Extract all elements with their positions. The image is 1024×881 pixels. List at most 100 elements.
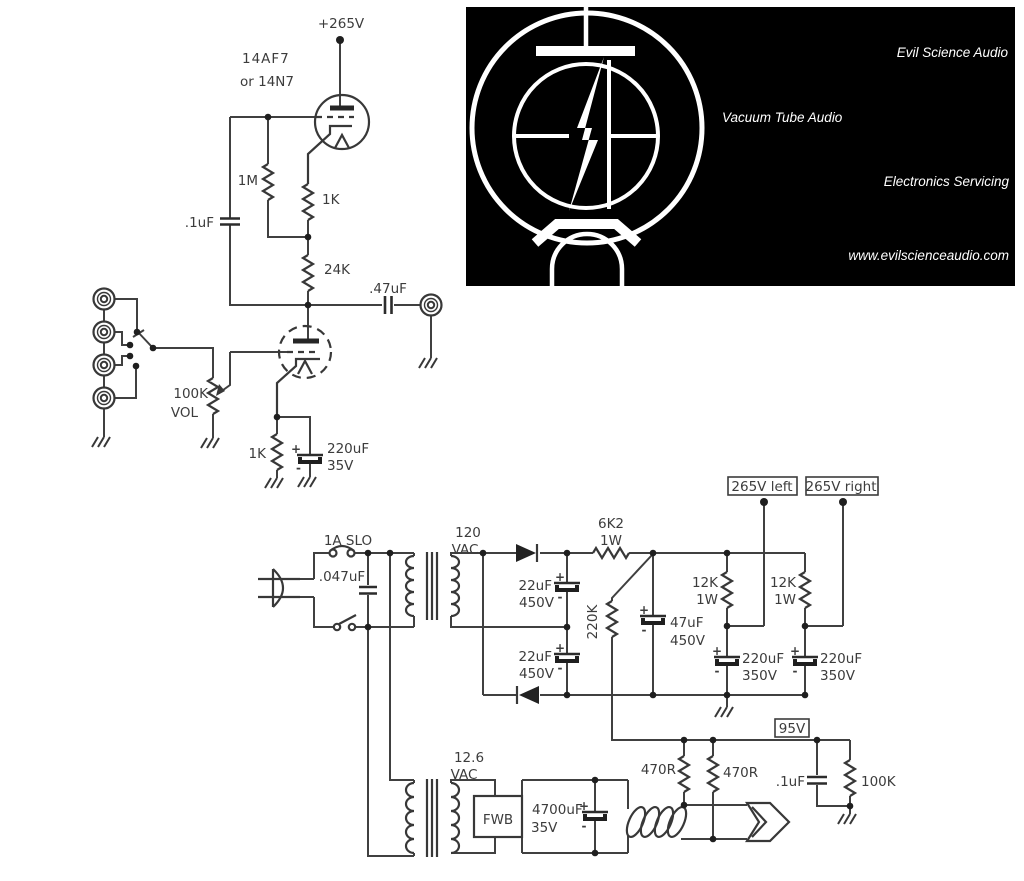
tube2-envelope xyxy=(277,324,333,380)
left-output-cap-voltage: 350V xyxy=(742,668,778,684)
cap-plus-mark: + xyxy=(639,603,649,617)
doubler-cap2-voltage: 450V xyxy=(519,666,555,682)
diode-bottom-icon xyxy=(515,686,539,704)
cap-minus-mark: - xyxy=(582,819,587,833)
preamp-wires xyxy=(103,40,432,478)
ground-icon xyxy=(91,436,111,448)
cap-0.1uf-bias xyxy=(807,775,827,785)
cap-4700uf xyxy=(582,810,608,821)
banner-title: Evil Science Audio xyxy=(897,45,1009,60)
grid-resistor-label: 1M xyxy=(238,173,258,189)
filter-cap-label: 47uF xyxy=(670,615,704,631)
resistor-100k-bias xyxy=(842,759,858,797)
resistor-1k-upper xyxy=(300,183,316,221)
rca-input-4 xyxy=(92,386,116,410)
mains-unit-label: VAC xyxy=(452,542,479,558)
left-output-cap-label: 220uF xyxy=(742,651,784,667)
psu-junction-dots xyxy=(364,498,854,857)
tube2-heater-icon xyxy=(297,358,313,375)
feedback-cap-label: .1uF xyxy=(185,215,214,231)
cap-plus-mark: + xyxy=(555,641,565,655)
right-filter-resistor-label: 12K xyxy=(770,575,797,591)
cathode-cap-label: 220uF xyxy=(327,441,369,457)
output-left-label: 265V left xyxy=(731,479,792,495)
resistor-1m xyxy=(260,163,276,201)
cap-47uf xyxy=(640,614,666,625)
heater-cap-label: 4700uF xyxy=(532,802,583,818)
logo-banner: Evil Science Audio Vacuum Tube Audio Ele… xyxy=(466,7,1015,286)
rca-input-1 xyxy=(92,287,116,311)
cap-plus-mark: + xyxy=(291,442,301,456)
cap-22uf-2 xyxy=(554,652,580,663)
ground-icon xyxy=(418,357,438,369)
resistor-1k-lower xyxy=(269,433,285,471)
output-right-tag: 265V right xyxy=(805,476,879,496)
cap-minus-mark: - xyxy=(715,664,720,678)
plate-resistor-label: 24K xyxy=(324,262,351,278)
ground-icon xyxy=(200,437,220,449)
left-filter-wattage: 1W xyxy=(696,592,718,608)
cap-plus-mark: + xyxy=(555,570,565,584)
rca-input-3 xyxy=(92,353,116,377)
power-switch-icon xyxy=(332,614,357,632)
heater-transformer-icon xyxy=(404,779,461,857)
doubler-cap2-label: 22uF xyxy=(519,649,553,665)
volume-pot-label: 100K xyxy=(173,386,209,402)
tube2-triode xyxy=(275,324,333,417)
preamp-circuit: +265V 14AF7 or 14N7 1M .1uF 1K 24K .47uF… xyxy=(91,16,443,489)
bias-resistor-label: 100K xyxy=(861,774,897,790)
volume-word-label: VOL xyxy=(171,405,199,421)
ac-plug-icon xyxy=(258,568,300,608)
tube1-envelope xyxy=(313,93,371,151)
banner-tagline2: Electronics Servicing xyxy=(884,174,1010,189)
doubler-cap1-voltage: 450V xyxy=(519,595,555,611)
right-output-cap-voltage: 350V xyxy=(820,668,856,684)
cap-minus-mark: - xyxy=(296,461,301,475)
ground-icon xyxy=(837,813,857,825)
cap-minus-mark: - xyxy=(558,661,563,675)
resistor-6k2 xyxy=(592,545,630,561)
pot-wiper-arrow-icon xyxy=(216,384,225,396)
banner-tagline1: Vacuum Tube Audio xyxy=(722,110,843,125)
tube1-cathode xyxy=(306,124,352,184)
mains-voltage-label: 120 xyxy=(455,525,481,541)
resistor-470r-1 xyxy=(676,755,692,793)
rca-output xyxy=(419,293,443,317)
resistor-220k xyxy=(604,600,620,638)
cap-plus-mark: + xyxy=(790,644,800,658)
right-filter-wattage: 1W xyxy=(774,592,796,608)
cathode-resistor2-label: 1K xyxy=(249,446,268,462)
cathode-cap-voltage-label: 35V xyxy=(327,458,354,474)
volume-pot xyxy=(205,377,221,415)
cap-plus-mark: + xyxy=(579,799,589,813)
fuse-icon xyxy=(328,544,356,558)
bridge-label: FWB xyxy=(483,812,513,828)
right-output-cap-label: 220uF xyxy=(820,651,862,667)
ground-icon xyxy=(297,476,317,488)
cap-0.047uf xyxy=(359,585,377,595)
cap-minus-mark: - xyxy=(642,623,647,637)
preamp-junction-dots xyxy=(126,36,344,421)
dropper-wattage-label: 1W xyxy=(600,533,622,549)
bridge-rectifier: FWB xyxy=(472,794,524,839)
cathode-resistor1-label: 1K xyxy=(322,192,341,208)
resistor-470r-2 xyxy=(705,755,721,793)
isolation-transformer-icon xyxy=(404,552,461,627)
fuse-label: 1A SLO xyxy=(324,533,372,549)
tube1-heater-icon xyxy=(334,132,350,149)
tube2-cathode xyxy=(275,357,320,417)
bleeder-resistor-label: 220K xyxy=(585,604,601,640)
heater-unit-label: VAC xyxy=(451,767,478,783)
cap-220uf-right xyxy=(792,655,818,666)
ground-icon xyxy=(264,477,284,489)
left-filter-resistor-label: 12K xyxy=(692,575,719,591)
filter-cap-voltage: 450V xyxy=(670,633,706,649)
resistor-24k xyxy=(300,254,316,292)
heater-connector-icon xyxy=(745,801,791,843)
bias-voltage-tag: 95V xyxy=(774,718,810,738)
cap-minus-mark: - xyxy=(558,590,563,604)
dropper-resistor-label: 6K2 xyxy=(598,516,624,532)
cap-0.1uf xyxy=(220,217,240,226)
